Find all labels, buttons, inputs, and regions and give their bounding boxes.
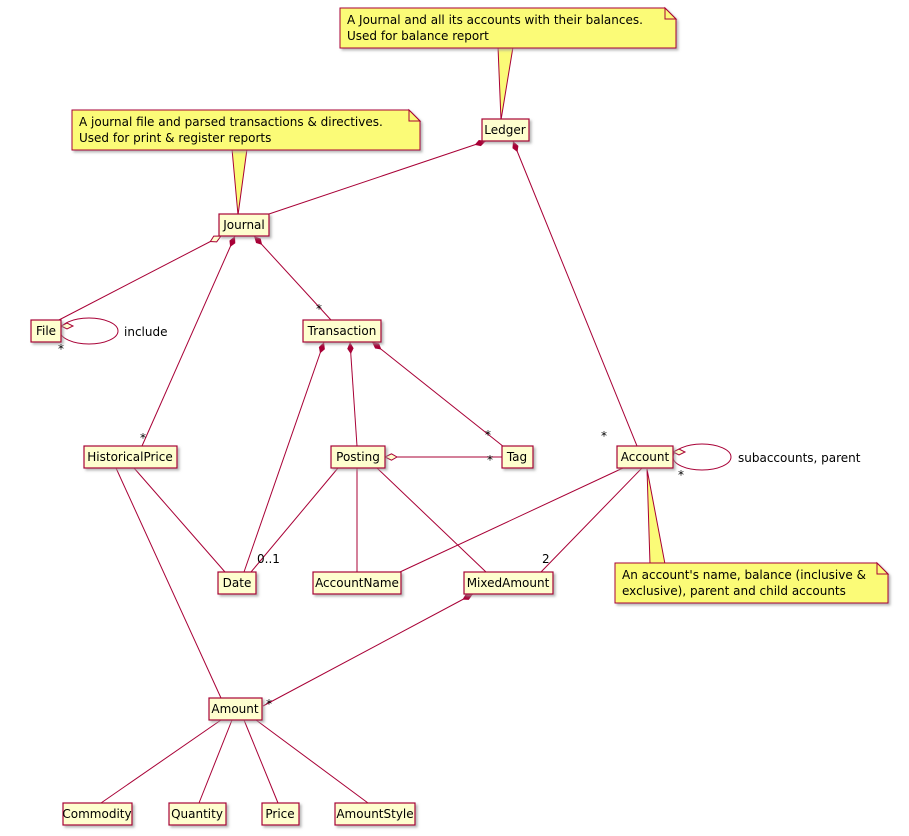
edge-amount-commodity [100,719,222,804]
account-subaccounts-loop [672,443,732,471]
note-account [614,562,889,604]
class-account-label: Account [621,450,670,464]
class-nodes: Ledger Journal File Transaction Historic… [30,118,674,826]
class-tag [501,445,534,469]
class-price-label: Price [265,807,294,821]
note-ledger-pointer [497,46,514,121]
class-date-label: Date [223,576,252,590]
note-journal [71,109,421,151]
edge-transaction-posting [347,341,358,447]
note-journal-fold-icon [408,108,422,122]
note-journal-pointer [231,148,248,216]
class-tag-label: Tag [506,450,527,464]
class-ledger [481,118,530,142]
class-journal [218,213,270,237]
edge-journal-file [56,236,221,322]
edge-mixedamount-amount [262,593,474,707]
class-quantity-label: Quantity [171,807,223,821]
class-accountname [312,571,402,595]
edge-amount-amountstyle [255,719,369,804]
class-date [217,571,257,595]
edge-posting-date [250,467,339,573]
mult-account-mixedamount: 2 [542,552,550,566]
edge-account-mixedamount [540,467,643,573]
note-journal-line2: Used for print & register reports [79,131,271,145]
edge-historicalprice-date [133,467,226,573]
mult-transaction-tag: * [485,428,491,442]
class-account [616,445,674,469]
label-account-subaccounts: subaccounts, parent [738,451,861,465]
edge-journal-historicalprice [141,235,236,447]
note-ledger [339,7,677,49]
class-amount [208,697,263,721]
mult-posting-date: 0..1 [257,552,280,566]
edge-ledger-journal [265,140,487,216]
edge-ledger-account [512,140,638,447]
note-journal-line1: A journal file and parsed transactions &… [79,115,383,129]
note-account-line1: An account's name, balance (inclusive & [622,568,866,582]
note-ledger-fold-icon [664,6,678,20]
label-file-include: include [124,325,167,339]
note-account-line2: exclusive), parent and child accounts [622,584,846,598]
class-quantity [168,802,227,826]
class-commodity-label: Commodity [62,807,131,821]
mult-journal-historicalprice: * [140,431,146,445]
mult-mixedamount-amount: * [266,697,272,711]
notes: A Journal and all its accounts with thei… [71,6,890,604]
edge-amount-price [243,719,279,804]
class-commodity [62,802,133,826]
mult-posting-tag: * [487,453,493,467]
edge-historicalprice-amount [115,467,222,699]
note-account-pointer [646,468,666,565]
file-include-loop [59,317,119,345]
class-amount-label: Amount [211,702,258,716]
class-posting [330,445,386,469]
edge-account-accountname [399,467,624,573]
diagram-edges [56,140,643,804]
note-ledger-line1: A Journal and all its accounts with thei… [347,13,643,27]
account-loop-diamond-icon [671,448,687,456]
mult-account-loop: * [678,468,684,482]
class-file-label: File [36,324,56,338]
class-file [30,319,62,343]
note-account-fold-icon [876,561,890,575]
class-transaction-label: Transaction [307,324,377,338]
class-historicalprice [83,445,178,469]
class-accountname-label: AccountName [315,576,399,590]
class-posting-label: Posting [336,450,380,464]
class-journal-label: Journal [222,218,265,232]
note-ledger-line2: Used for balance report [347,29,489,43]
class-mixedamount-label: MixedAmount [467,576,550,590]
mult-journal-transaction: * [316,302,322,316]
edge-posting-mixedamount [376,467,487,573]
class-amountstyle [334,802,416,826]
mult-file-include: * [58,342,64,356]
mult-ledger-account: * [601,429,607,443]
edge-amount-quantity [198,719,233,804]
edge-journal-transaction [253,235,332,321]
edge-transaction-tag [371,341,505,448]
class-transaction [302,319,382,343]
class-mixedamount [463,571,554,595]
edge-transaction-date [243,341,325,573]
class-amountstyle-label: AmountStyle [336,807,413,821]
class-historicalprice-label: HistoricalPrice [87,450,172,464]
class-ledger-label: Ledger [484,123,525,137]
class-price [261,802,300,826]
edge-labels: include * * * * * * 0..1 2 subaccounts, … [58,302,861,711]
file-loop-diamond-icon [59,322,75,330]
